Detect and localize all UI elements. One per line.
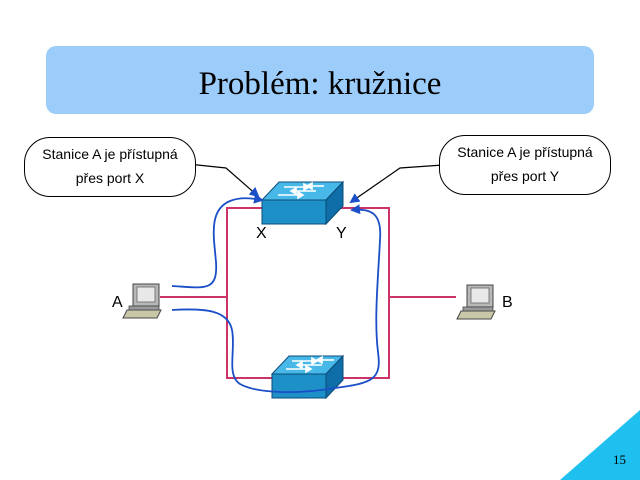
callout-pointers	[187, 163, 444, 204]
computer-icon	[456, 284, 496, 320]
callout-left: Stanice A je přístupná přes port X	[24, 137, 196, 197]
pointer-left	[187, 163, 260, 198]
frame-path-direct	[171, 193, 264, 289]
callout-left-line1: Stanice A je přístupná	[42, 146, 178, 162]
station-b-label: B	[502, 294, 513, 311]
callout-right-line2: přes port Y	[490, 168, 560, 184]
switch-icon	[260, 180, 345, 226]
port-x-label: X	[256, 225, 267, 242]
title-bar: Problém: kružnice	[46, 46, 594, 114]
port-y-label: Y	[336, 225, 347, 242]
station-a-label: A	[112, 294, 123, 311]
switch-icon	[270, 354, 345, 400]
slide-title: Problém: kružnice	[198, 65, 442, 102]
frame-path-loop	[171, 204, 382, 393]
computer-icon	[122, 283, 162, 319]
pointer-right	[349, 164, 444, 204]
callout-right: Stanice A je přístupná přes port Y	[439, 135, 611, 195]
loop-link	[226, 207, 390, 379]
page-number: 15	[613, 452, 626, 467]
callout-right-line1: Stanice A je přístupná	[457, 144, 593, 160]
callout-left-line2: přes port X	[75, 170, 145, 186]
network-links	[160, 207, 456, 379]
corner-triangle	[560, 410, 640, 480]
